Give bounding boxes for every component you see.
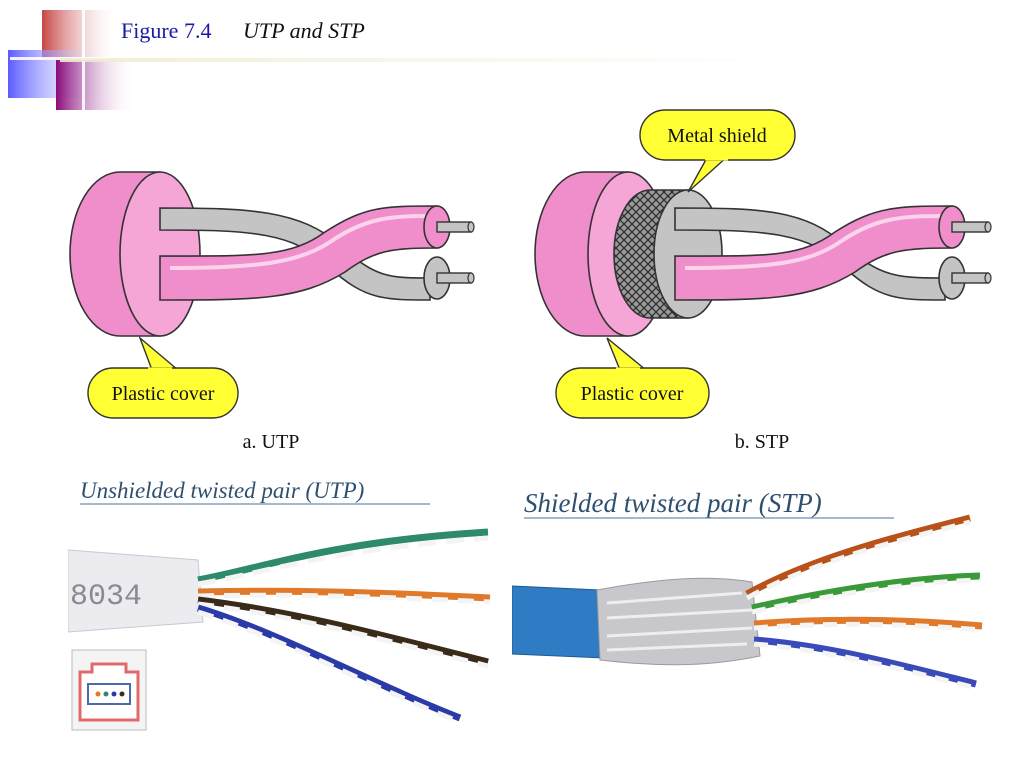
figure-name: UTP and STP — [242, 18, 365, 43]
slide-title: Figure 7.4 UTP and STP — [121, 18, 365, 48]
utp-caption: a. UTP — [243, 431, 300, 453]
stp-plastic-cover-label: Plastic cover — [581, 383, 684, 405]
utp-plastic-cover-callout: Plastic cover — [87, 335, 239, 419]
utp-photo: Unshielded twisted pair (UTP) 8034 — [68, 478, 491, 731]
utp-diagram: Plastic cover a. UTP — [69, 171, 475, 453]
stp-plastic-cover-callout: Plastic cover — [555, 337, 710, 419]
stp-caption: b. STP — [735, 431, 789, 453]
title-underline — [60, 58, 800, 62]
stp-metal-shield-callout: Metal shield — [639, 109, 796, 193]
stp-photo-title: Shielded twisted pair (STP) — [524, 488, 822, 518]
stp-metal-shield-label: Metal shield — [667, 125, 766, 147]
cable-diagrams: Plastic cover a. UTP Metal shield — [69, 109, 992, 453]
utp-wire-gray — [159, 207, 431, 301]
stp-diagram: Metal shield Plastic cover b. STP — [534, 109, 992, 453]
stp-photo: Shielded twisted pair (STP) — [512, 488, 983, 691]
utp-photo-title: Unshielded twisted pair (UTP) — [80, 478, 364, 503]
utp-cable-print: 8034 — [70, 580, 142, 614]
figure-number: Figure 7.4 — [121, 18, 212, 43]
stp-wire-gray — [674, 207, 946, 301]
rj45-connector-icon — [71, 649, 147, 731]
utp-callout-label: Plastic cover — [112, 383, 215, 405]
